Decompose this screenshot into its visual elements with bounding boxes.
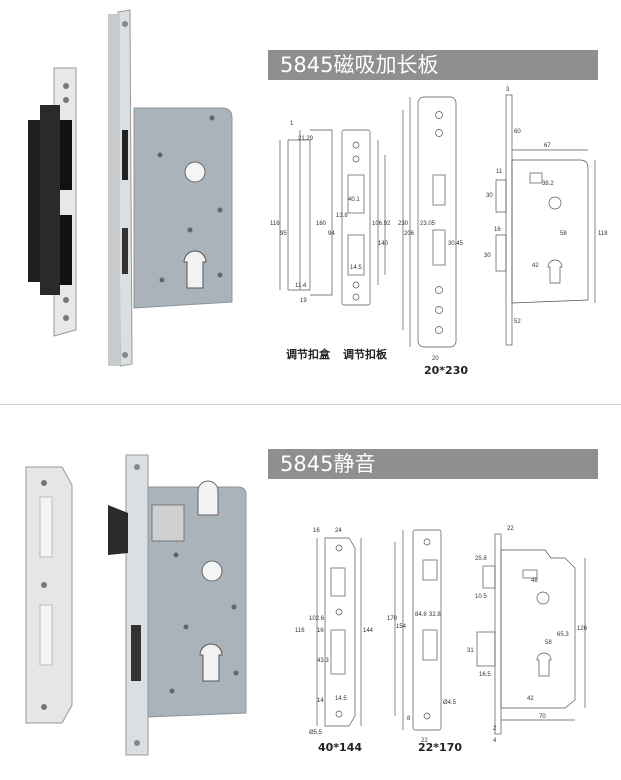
dim-strike-h: 14.5 xyxy=(350,265,362,271)
dim-body-j: 52 xyxy=(514,319,521,325)
dim-body-w: 67 xyxy=(544,143,551,149)
dim-body-b: 11 xyxy=(496,169,503,175)
section-magnetic-long-plate: 5845磁吸加长板 xyxy=(28,9,608,377)
dim-s-h2: 102.6 xyxy=(309,616,325,622)
dim-b-j: 70 xyxy=(539,714,546,720)
product-photo-magnetic-lock xyxy=(28,9,233,367)
dim-body-a: 60 xyxy=(514,129,521,135)
dim-s-h1: 116 xyxy=(295,628,305,634)
dim-b-l: 4 xyxy=(493,738,497,744)
dim-strike-h2: 95 xyxy=(280,231,287,237)
dim-plate-h1: 230 xyxy=(398,221,409,227)
dim-p-w: 22 xyxy=(421,738,428,744)
dim-b-c: 10.5 xyxy=(475,594,487,600)
lock-body-photo xyxy=(108,9,233,367)
dim-body-h: 118 xyxy=(598,231,608,237)
strike-plate-photo xyxy=(25,466,73,724)
section-title-banner: 5845静音 xyxy=(268,449,598,479)
dim-s-hole: Ø5.5 xyxy=(309,730,323,736)
size-label-right: 22*170 xyxy=(418,741,463,754)
dim-p-h3: 84.8 xyxy=(415,612,427,618)
dim-strike-top: 1 xyxy=(290,121,294,127)
dim-s-h5: 43.3 xyxy=(317,658,329,664)
dim-body-i: 42 xyxy=(532,263,539,269)
caption-adjust-box: 调节扣盒 xyxy=(286,348,330,361)
dim-strike-e: 13.8 xyxy=(336,213,348,219)
lock-body-photo xyxy=(108,454,247,756)
caption-adjust-plate: 调节扣板 xyxy=(343,348,387,361)
dim-b-f: 58 xyxy=(545,640,552,646)
section-silent: 5845静音 xyxy=(0,405,621,777)
dim-strike-g: 140 xyxy=(378,241,389,247)
section-title: 5845静音 xyxy=(280,452,376,476)
dim-plate-h2: 206 xyxy=(404,231,415,237)
dim-body-c: 30 xyxy=(486,193,493,199)
dim-body-top: 3 xyxy=(506,87,510,93)
section-title-banner: 5845磁吸加长板 xyxy=(268,50,598,80)
technical-drawing-magnetic: 1 21.29 116 95 160 94 40.1 13.8 106.92 1… xyxy=(270,87,608,362)
dim-strike-f: 106.92 xyxy=(372,221,391,227)
dim-s-h7: 14.5 xyxy=(335,696,347,702)
dim-body-f: 58 xyxy=(560,231,567,237)
dim-s-h6: 14 xyxy=(317,698,324,704)
dim-p-h2: 154 xyxy=(396,624,407,630)
dim-b-top: 22 xyxy=(507,526,514,532)
dim-p-h5: 8 xyxy=(407,716,411,722)
dim-strike-b: 160 xyxy=(316,221,327,227)
dim-body-g: 30 xyxy=(484,253,491,259)
dim-b-h: 16.5 xyxy=(479,672,491,678)
strike-plate-photo xyxy=(28,67,77,337)
dim-plate-w: 20 xyxy=(432,356,439,362)
size-label-1: 20*230 xyxy=(424,364,469,377)
dim-strike-h1: 116 xyxy=(270,221,280,227)
dim-strike-d: 40.1 xyxy=(348,197,360,203)
dim-p-hole: Ø4.5 xyxy=(443,700,457,706)
dim-p-h1: 170 xyxy=(387,616,398,622)
dim-strike-i: 11.4 xyxy=(295,283,307,289)
dim-b-i: 42 xyxy=(527,696,534,702)
dim-b-d: 126 xyxy=(577,626,588,632)
dim-strike-j: 19 xyxy=(300,298,307,304)
dim-strike-a: 21.29 xyxy=(298,136,314,142)
size-label-left: 40*144 xyxy=(318,741,363,754)
dim-s-h3: 16 xyxy=(317,628,324,634)
dim-strike-c: 94 xyxy=(328,231,335,237)
dim-b-a: 25.8 xyxy=(475,556,487,562)
dim-s-top-a: 16 xyxy=(313,528,320,534)
section-title: 5845磁吸加长板 xyxy=(280,53,439,77)
product-photo-silent-lock xyxy=(25,454,247,756)
dim-p-h4: 32.8 xyxy=(429,612,441,618)
dim-b-g: 31 xyxy=(467,648,474,654)
dim-body-e: 16 xyxy=(494,227,501,233)
dim-s-top-b: 24 xyxy=(335,528,342,534)
dim-plate-a: 23.05 xyxy=(420,221,436,227)
technical-drawing-silent: 16 24 116 102.6 16 144 43.3 14 14.5 Ø5.5… xyxy=(295,526,588,744)
dim-s-h4: 144 xyxy=(363,628,374,634)
section-divider xyxy=(0,404,621,405)
dim-body-d: 38.2 xyxy=(542,181,554,187)
dim-b-e: 65.3 xyxy=(557,632,569,638)
dim-b-b: 48 xyxy=(531,578,538,584)
dim-plate-b: 30.45 xyxy=(448,241,464,247)
dim-b-k: 2 xyxy=(493,726,497,732)
